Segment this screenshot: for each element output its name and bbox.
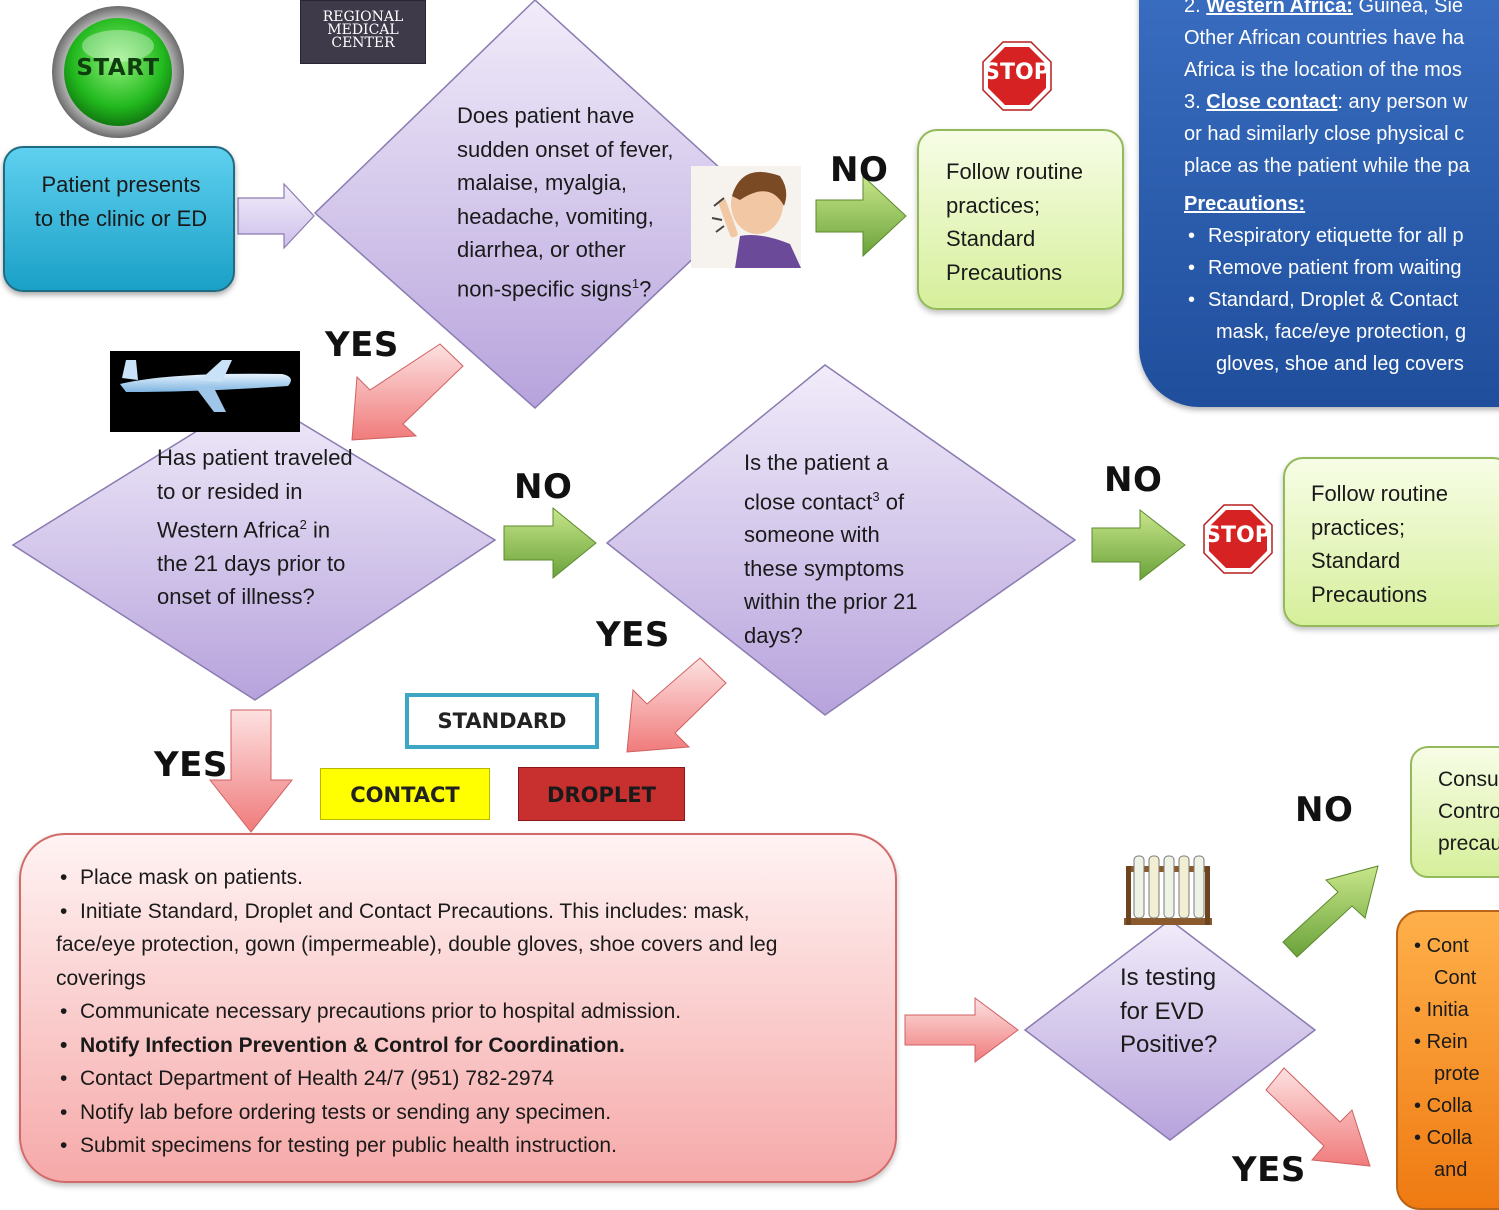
orange-line-4: • Rein xyxy=(1414,1031,1468,1053)
info-panel: 2. Western Africa: Guinea, Sie Other Afr… xyxy=(1139,0,1499,407)
q3-text: Is the patient a close contact3 of someo… xyxy=(744,446,934,652)
action-list-continued: Communicate necessary precautions prior … xyxy=(56,995,886,1163)
action-item-2-cont-1: face/eye protection, gown (impermeable),… xyxy=(56,933,778,956)
tag-droplet: DROPLET xyxy=(518,767,685,821)
orange-line-5: prote xyxy=(1434,1063,1480,1085)
label-yes-q1: YES xyxy=(325,325,399,365)
label-yes-q4: YES xyxy=(1232,1150,1306,1190)
q2-post: in the 21 days prior to onset of illness… xyxy=(157,517,346,610)
q1-footnote: 1 xyxy=(631,275,640,291)
arrow-no-q4 xyxy=(1282,865,1379,958)
start-button-shape xyxy=(52,6,184,138)
q2-text: Has patient traveled to or resided in We… xyxy=(157,441,357,614)
patient-presents-box: Patient presents to the clinic or ED xyxy=(3,146,235,292)
consult-line-2: Contro xyxy=(1438,800,1499,823)
arrow-no-q1 xyxy=(815,174,907,258)
info-line-2: Other African countries have ha xyxy=(1184,27,1465,49)
q1-tail: ? xyxy=(639,275,652,301)
action-box: Place mask on patients. Initiate Standar… xyxy=(19,833,897,1183)
patient-presents-text: Patient presents to the clinic or ED xyxy=(34,172,208,231)
q3-post: of someone with these symptoms within th… xyxy=(744,488,918,648)
arrow-yes-q2 xyxy=(208,709,294,833)
routine-practices-box-1: Follow routine practices; Standard Preca… xyxy=(917,129,1124,310)
logo-line-3: CENTER xyxy=(331,35,395,51)
action-item-3: Communicate necessary precautions prior … xyxy=(56,995,886,1029)
info-line-4: 3. Close contact: any person w xyxy=(1184,91,1468,113)
arrow-no-q2 xyxy=(503,506,597,580)
decision-diamond-testing xyxy=(1023,919,1317,1141)
consult-line-3: precau xyxy=(1438,832,1499,855)
decision-diamond-travel xyxy=(11,394,497,701)
regional-medical-center-logo: REGIONAL MEDICAL CENTER xyxy=(300,0,426,64)
info-line-6: place as the patient while the pa xyxy=(1184,155,1470,177)
orange-action-box: • Cont Cont • Initia • Rein prote • Coll… xyxy=(1396,910,1499,1210)
action-item-1: Place mask on patients. xyxy=(56,861,886,895)
q3-footnote: 3 xyxy=(872,488,880,504)
precaution-item-3-cont-1: mask, face/eye protection, g xyxy=(1216,321,1467,343)
arrow-yes-q4 xyxy=(1265,1067,1371,1167)
label-no-q4: NO xyxy=(1295,790,1354,830)
precaution-item-2: Remove patient from waiting xyxy=(1184,252,1470,284)
tag-standard: STANDARD xyxy=(405,693,599,749)
arrow-yes-q1 xyxy=(351,343,464,441)
action-item-6: Notify lab before ordering tests or send… xyxy=(56,1096,886,1130)
stop-sign-middle xyxy=(1203,504,1273,574)
q2-pre: Has patient traveled to or resided in We… xyxy=(157,445,353,543)
label-yes-q2: YES xyxy=(154,745,228,785)
airplane-image xyxy=(110,351,300,432)
consult-line-1: Consu xyxy=(1438,768,1499,791)
precaution-item-3: Standard, Droplet & Contact xyxy=(1184,284,1470,316)
logo-line-1: REGIONAL xyxy=(322,9,404,25)
test-tubes-image xyxy=(1124,855,1212,925)
precaution-item-1: Respiratory etiquette for all p xyxy=(1184,220,1470,252)
action-item-4: Notify Infection Prevention & Control fo… xyxy=(56,1029,886,1063)
precautions-heading: Precautions: xyxy=(1184,193,1306,215)
q4-text: Is testing for EVD Positive? xyxy=(1120,964,1218,1058)
tag-droplet-label: DROPLET xyxy=(547,783,656,807)
orange-line-6: • Colla xyxy=(1414,1095,1473,1117)
start-label: START xyxy=(76,55,160,81)
arrow-yes-q3 xyxy=(626,657,727,753)
q1-body: Does patient have sudden onset of fever,… xyxy=(457,103,674,301)
tag-contact-label: CONTACT xyxy=(350,783,460,807)
stop-sign-top xyxy=(982,41,1052,111)
tag-standard-label: STANDARD xyxy=(437,709,567,733)
stop-text-top: STOP xyxy=(984,60,1050,85)
label-no-q3: NO xyxy=(1104,460,1163,500)
info-line-5: or had similarly close physical c xyxy=(1184,123,1465,145)
decision-diamond-contact xyxy=(605,364,1077,716)
arrow-action-to-q4 xyxy=(904,997,1019,1063)
precautions-list: Respiratory etiquette for all p Remove p… xyxy=(1184,220,1470,316)
sick-person-image xyxy=(691,166,801,268)
logo-line-2: MEDICAL xyxy=(327,22,399,38)
action-item-5: Contact Department of Health 24/7 (951) … xyxy=(56,1062,886,1096)
routine-practices-box-2: Follow routine practices; Standard Preca… xyxy=(1283,457,1499,627)
arrow-no-q3 xyxy=(1091,508,1186,582)
tag-contact: CONTACT xyxy=(320,768,490,820)
info-line-3: Africa is the location of the mos xyxy=(1184,59,1462,81)
stop-text-middle: STOP xyxy=(1205,523,1271,548)
label-no-q2: NO xyxy=(514,467,573,507)
action-list: Place mask on patients. Initiate Standar… xyxy=(56,861,886,928)
decision-diamond-symptoms xyxy=(313,0,757,410)
q1-text: Does patient have sudden onset of fever,… xyxy=(457,99,675,305)
info-line-1: 2. Western Africa: Guinea, Sie xyxy=(1184,0,1464,17)
q2-footnote: 2 xyxy=(299,517,307,532)
routine-practices-text-1: Follow routine practices; Standard Preca… xyxy=(946,159,1083,285)
consult-box: Consu Contro precau xyxy=(1410,746,1499,878)
orange-line-7: • Colla xyxy=(1414,1127,1473,1149)
orange-line-1: • Cont xyxy=(1414,935,1469,957)
orange-line-8: and xyxy=(1434,1159,1468,1181)
action-item-7: Submit specimens for testing per public … xyxy=(56,1129,886,1163)
orange-line-2: Cont xyxy=(1434,967,1477,989)
precaution-item-3-cont-2: gloves, shoe and leg covers xyxy=(1216,353,1464,375)
orange-line-3: • Initia xyxy=(1414,999,1469,1021)
action-item-2: Initiate Standard, Droplet and Contact P… xyxy=(56,895,886,929)
action-item-2-cont-2: coverings xyxy=(56,966,146,990)
q3-pre: Is the patient a close contact xyxy=(744,450,889,514)
label-no-q1: NO xyxy=(830,150,889,190)
routine-practices-text-2: Follow routine practices; Standard Preca… xyxy=(1311,481,1448,607)
arrow-presents-to-q1 xyxy=(237,182,315,250)
label-yes-q3: YES xyxy=(596,615,670,655)
